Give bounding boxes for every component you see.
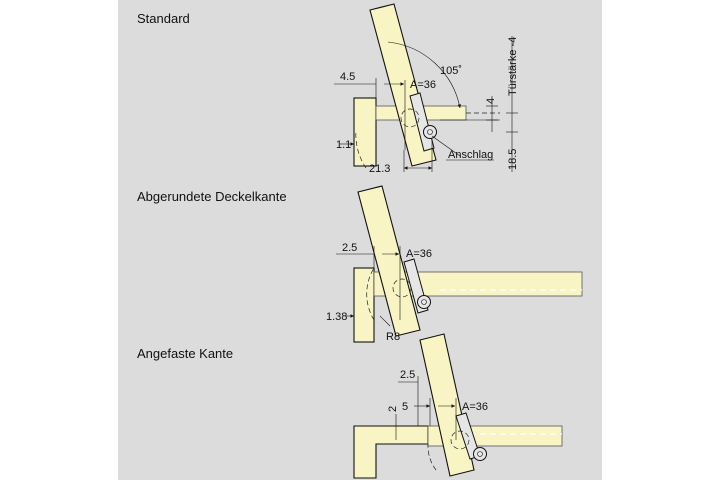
label-vert1: Türstärke -4 <box>507 37 519 96</box>
label-d3: 2 <box>387 406 399 412</box>
label-a-rounded: A=36 <box>406 248 432 260</box>
label-thick: 4 <box>485 98 497 104</box>
hinge-cup-chamfered <box>450 430 470 450</box>
section-title-standard: Standard <box>137 11 190 26</box>
section-title-rounded: Abgerundete Deckelkante <box>137 189 287 204</box>
door-arc-standard <box>355 129 367 169</box>
label-a-standard: A=36 <box>410 79 436 91</box>
leader-radius <box>379 315 391 327</box>
label-stop: Anschlag <box>448 149 493 161</box>
door-arc-rounded <box>366 267 375 321</box>
label-edge-standard: 1.1 <box>336 139 351 151</box>
label-angle: 105˚ <box>440 65 462 77</box>
hinge-pivot-inner-standard <box>427 129 433 135</box>
hinge-pivot-standard <box>423 125 437 139</box>
door-chamfered <box>419 333 475 477</box>
hinge-pivot-rounded <box>417 295 431 309</box>
carcass-l-chamfered <box>353 425 429 479</box>
hinge-cup-standard <box>400 108 420 128</box>
carcass-side-rounded <box>353 267 375 343</box>
section-rounded: Abgerundete Deckelkante 2.5 A=36 <box>137 185 583 343</box>
section-chamfered: Angefaste Kante 2.5 5 <box>137 333 563 479</box>
hinge-pivot-inner-chamfered <box>477 451 483 457</box>
hinge-cup-rounded <box>392 278 412 298</box>
label-gap-rounded: 2.5 <box>342 242 357 254</box>
hinge-pivot-chamfered <box>473 447 487 461</box>
carcass-side-standard <box>353 97 377 167</box>
label-d1: 2.5 <box>400 369 415 381</box>
swing-arc-standard <box>387 41 462 109</box>
drawing-panel <box>118 0 602 480</box>
label-radius: R8 <box>386 331 400 343</box>
door-rounded <box>357 185 421 337</box>
section-standard: Standard 105˚ A=36 <box>137 3 519 175</box>
label-a-chamfered: A=36 <box>462 401 488 413</box>
label-depth-standard: 21.3 <box>369 163 390 175</box>
label-gap-standard: 4.5 <box>340 71 355 83</box>
label-edge-rounded: 1.38 <box>326 311 347 323</box>
door-arc-chamfered <box>427 443 437 471</box>
label-vert2: 18.5 <box>507 149 519 170</box>
label-d2: 5 <box>402 401 408 413</box>
hinge-pivot-inner-rounded <box>421 299 427 305</box>
section-title-chamfered: Angefaste Kante <box>137 346 233 361</box>
leader-stop <box>431 135 461 157</box>
